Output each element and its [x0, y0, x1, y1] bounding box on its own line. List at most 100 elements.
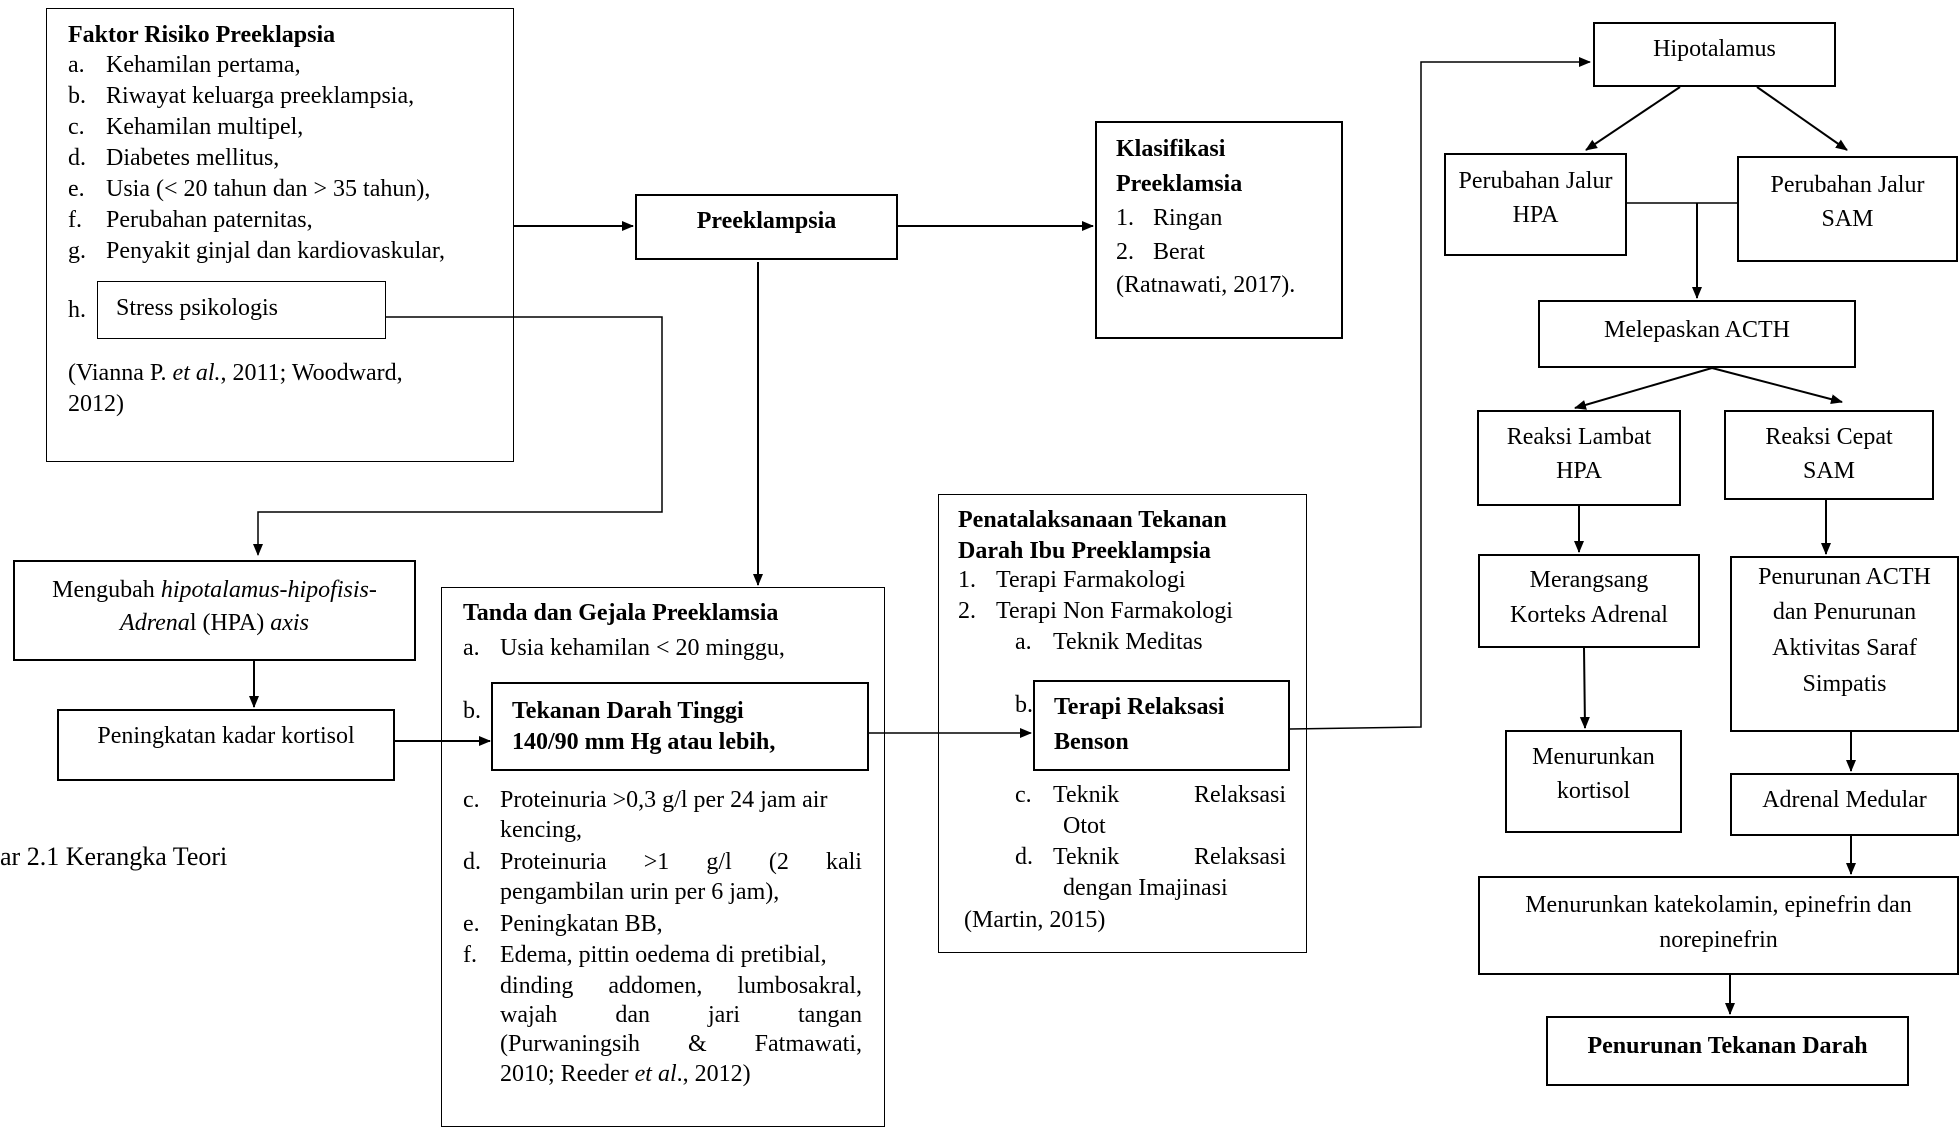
penata-item-non-farmakologi: Terapi Non Farmakologi: [996, 598, 1233, 624]
tanda-f-word: wajah: [500, 1002, 558, 1028]
line-benson-to-hipotalamus: [1289, 57, 1591, 730]
reaksi-lambat-line-2: HPA: [1556, 458, 1602, 484]
tanda-f5-c: ., 2012): [676, 1061, 751, 1087]
tanda-f-word: tangan: [798, 1002, 862, 1028]
melepaskan-acth-label: Melepaskan ACTH: [1604, 317, 1790, 343]
penata-item-d-1: Teknik Relaksasi: [1053, 842, 1286, 873]
penata-marker-1: 1.: [958, 567, 976, 593]
tanda-gejala-title: Tanda dan Gejala Preeklamsia: [463, 600, 779, 626]
final-penurunan-tekanan-box: [1546, 1016, 1909, 1086]
arrow-hipo-to-jalur-sam: [1756, 86, 1848, 151]
menurunkan-kortisol-line-1: Menurunkan: [1532, 744, 1655, 770]
penurunan-acth-line-3: Aktivitas Saraf: [1772, 635, 1917, 661]
menurunkan-kortisol-box: [1505, 730, 1682, 833]
tekanan-darah-box: [491, 682, 869, 771]
klasifikasi-marker-2: 2.: [1116, 239, 1134, 265]
reaksi-cepat-box: [1724, 410, 1934, 500]
penata-c-word: Relaksasi: [1194, 782, 1286, 808]
risk-ref-etal: et al.: [172, 360, 221, 386]
tanda-item-a: Usia kehamilan < 20 minggu,: [500, 635, 785, 661]
katekolamin-line-1: Menurunkan katekolamin, epinefrin dan: [1525, 892, 1912, 918]
tanda-f5-etal: et al: [634, 1061, 677, 1087]
arrow-acth-to-lambat: [1574, 367, 1713, 410]
preeklampsia-label: Preeklampsia: [696, 208, 837, 234]
tanda-f-word: &: [688, 1031, 707, 1057]
risk-item-g: Penyakit ginjal dan kardiovaskular,: [106, 238, 445, 264]
penata-item-d-2: dengan Imajinasi: [1063, 875, 1228, 901]
hpa-axis-line-2: Adrenal (HPA) axis: [13, 608, 416, 639]
hpa-line2-c: axis: [270, 610, 309, 636]
hpa-line2-b: l (HPA): [189, 610, 271, 636]
tanda-f-word: Fatmawati,: [754, 1031, 862, 1057]
penatalaksanaan-title-2: Darah Ibu Preeklampsia: [958, 538, 1211, 564]
tanda-f-word: dan: [615, 1002, 650, 1028]
penata-c-word: Teknik: [1053, 782, 1120, 808]
arrow-hipo-to-jalur-hpa: [1585, 86, 1681, 151]
risk-factor-title: Faktor Risiko Preeklapsia: [68, 22, 336, 48]
tanda-d-word: g/l: [706, 849, 732, 875]
stress-psikologis-label: Stress psikologis: [116, 295, 279, 321]
risk-item-c: Kehamilan multipel,: [106, 114, 304, 140]
arrow-acth-to-cepat: [1711, 367, 1843, 405]
terapi-benson-line-2: Benson: [1054, 729, 1129, 755]
reaksi-cepat-line-2: SAM: [1802, 458, 1856, 484]
tanda-marker-d: d.: [463, 849, 481, 875]
hpa-line2-a: Adrena: [120, 610, 190, 636]
tanda-d-word: (2: [768, 849, 789, 875]
tanda-item-f-3: wajah dan jari tangan: [500, 1000, 862, 1031]
penata-marker-2: 2.: [958, 598, 976, 624]
klasifikasi-title-2: Preeklamsia: [1116, 171, 1243, 197]
penurunan-acth-line-1: Penurunan ACTH: [1758, 564, 1931, 590]
tanda-marker-b: b.: [463, 698, 481, 724]
kortisol-increase-box: [57, 709, 395, 781]
tanda-item-c-1: Proteinuria >0,3 g/l per 24 jam air: [500, 787, 828, 813]
menurunkan-kortisol-line-2: kortisol: [1556, 778, 1631, 804]
tekanan-darah-line-2: 140/90 mm Hg atau lebih,: [512, 729, 776, 755]
penata-d-word: Relaksasi: [1194, 844, 1286, 870]
kortisol-increase-label: Peningkatan kadar kortisol: [97, 723, 355, 749]
tanda-item-f-1: Edema, pittin oedema di pretibial,: [500, 942, 827, 968]
figure-caption: ar 2.1 Kerangka Teori: [0, 842, 228, 871]
risk-item-f: Perubahan paternitas,: [106, 207, 313, 233]
penata-marker-c: c.: [1015, 782, 1032, 808]
risk-reference: (Vianna P. et al., 2011; Woodward,: [68, 358, 403, 389]
penata-d-word: Teknik: [1053, 844, 1120, 870]
merangsang-korteks-line-2: Korteks Adrenal: [1510, 602, 1668, 628]
hpa-axis-line-1: Mengubah hipotalamus-hipofisis-: [13, 575, 416, 606]
jalur-sam-line-1: Perubahan Jalur: [1770, 172, 1925, 198]
preeklampsia-box: [635, 194, 898, 260]
hpa-line1-b: hipotalamus-hipofisis-: [160, 577, 377, 603]
risk-factor-box: [46, 8, 514, 462]
tanda-item-e: Peningkatan BB,: [500, 911, 663, 937]
penatalaksanaan-title-1: Penatalaksanaan Tekanan: [958, 507, 1227, 533]
tanda-marker-e: e.: [463, 911, 480, 937]
penata-marker-d: d.: [1015, 844, 1033, 870]
jalur-sam-box: [1737, 156, 1958, 262]
merangsang-korteks-box: [1478, 554, 1700, 648]
klasifikasi-title-1: Klasifikasi: [1116, 136, 1226, 162]
risk-marker-d: d.: [68, 145, 86, 171]
risk-item-a: Kehamilan pertama,: [106, 52, 301, 78]
tekanan-darah-line-1: Tekanan Darah Tinggi: [512, 698, 744, 724]
hpa-axis-box: [13, 560, 416, 661]
tanda-f-word: jari: [708, 1002, 740, 1028]
adrenal-medular-box: [1730, 773, 1959, 836]
reaksi-cepat-line-1: Reaksi Cepat: [1765, 424, 1893, 450]
penata-marker-b: b.: [1015, 692, 1033, 718]
risk-marker-g: g.: [68, 238, 86, 264]
penata-item-c-2: Otot: [1063, 813, 1106, 839]
penurunan-acth-line-2: dan Penurunan: [1772, 599, 1917, 625]
reaksi-lambat-box: [1477, 410, 1681, 506]
penata-item-farmakologi: Terapi Farmakologi: [996, 567, 1186, 593]
risk-ref-part-a: (Vianna P.: [68, 360, 173, 386]
katekolamin-box: [1478, 876, 1959, 975]
arrow-korteks-to-kortisol: [1579, 647, 1590, 729]
tanda-f-word: (Purwaningsih: [500, 1031, 640, 1057]
risk-marker-a: a.: [68, 52, 85, 78]
terapi-benson-line-1: Terapi Relaksasi: [1054, 694, 1225, 720]
risk-marker-c: c.: [68, 114, 85, 140]
tanda-f-word: dinding: [500, 973, 574, 999]
